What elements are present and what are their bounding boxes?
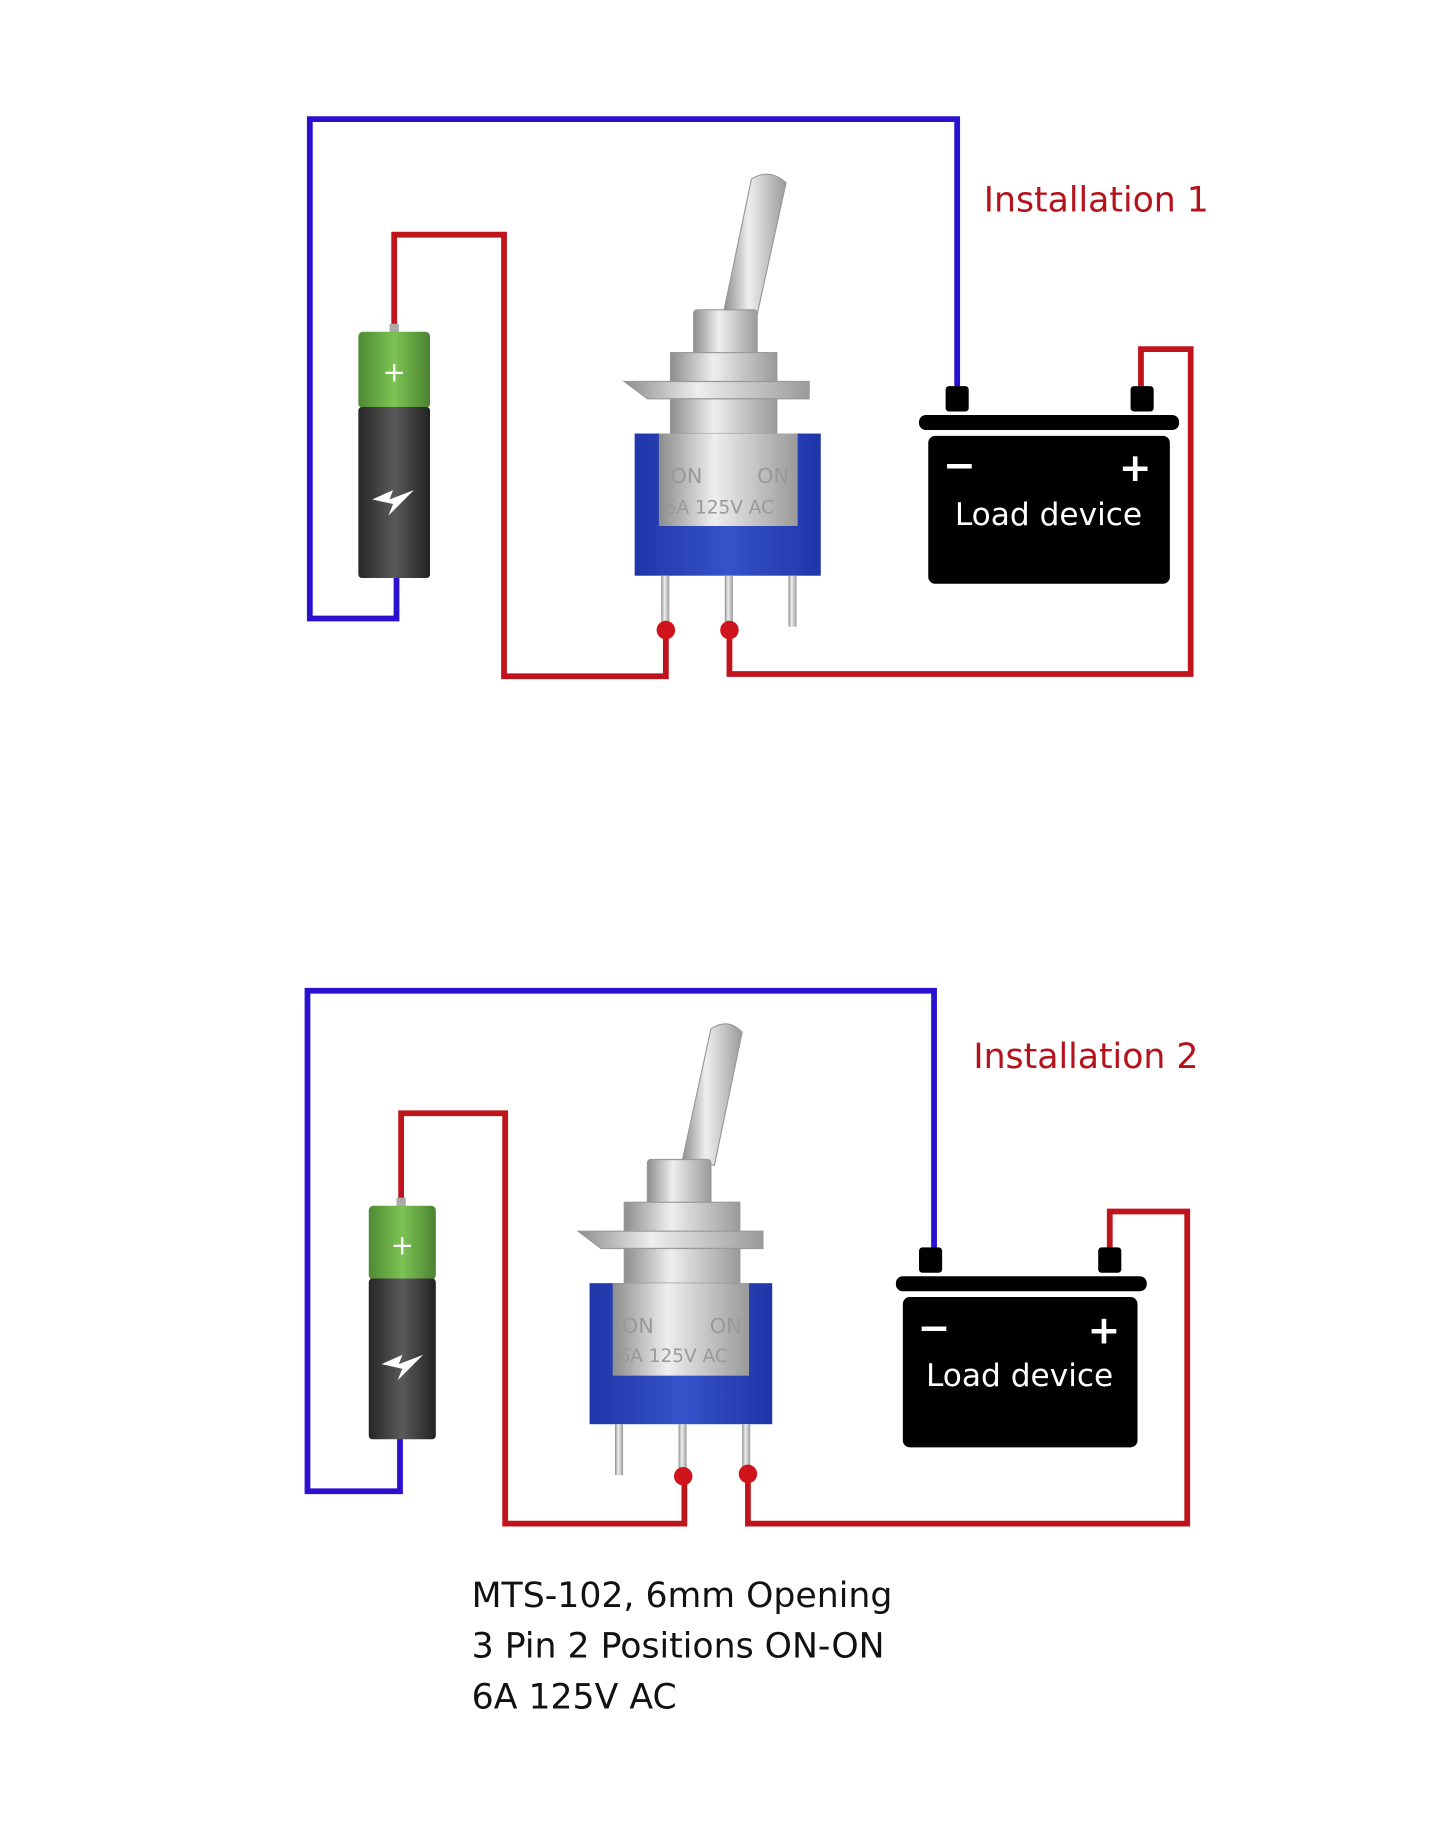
negative-wire	[306, 116, 961, 622]
battery: +	[368, 1197, 436, 1440]
caption: MTS-102, 6mm Opening 3 Pin 2 Positions O…	[472, 1576, 893, 1718]
installation-title: Installation 2	[973, 1037, 1198, 1077]
load-minus-sign: −	[943, 444, 976, 489]
negative-wire	[304, 987, 937, 1495]
load-plus-sign: +	[1119, 446, 1152, 491]
positive-wire-switch-to-load	[726, 346, 1194, 677]
solder-point	[673, 1466, 693, 1486]
toggle-lever	[681, 1023, 743, 1166]
positive-wire-switch-to-load	[745, 1208, 1191, 1527]
positive-wire-battery-to-switch	[398, 1110, 688, 1527]
lightning-icon	[381, 1354, 424, 1381]
switch-marking-on-right: ON	[710, 1314, 742, 1338]
load-plus-sign: +	[1088, 1308, 1121, 1353]
battery-plus-sign: +	[391, 1228, 414, 1261]
switch-marking-on-left: ON	[622, 1314, 654, 1338]
load-device-label: Load device	[926, 1358, 1113, 1394]
installation-title: Installation 1	[984, 181, 1209, 221]
toggle-switch: ON ON 6A 125V AC	[576, 1023, 773, 1486]
solder-point	[738, 1464, 758, 1484]
solder-point	[720, 620, 739, 640]
load-device: − + Load device	[895, 1247, 1147, 1448]
toggle-lever	[722, 173, 787, 316]
switch-marking-on-right: ON	[757, 464, 789, 488]
lightning-icon	[372, 490, 414, 516]
installation-2: + ON ON 6A 125V AC − +	[304, 987, 1198, 1527]
toggle-switch: ON ON 6A 125V AC	[622, 173, 821, 640]
switch-rating: 6A 125V AC	[665, 497, 774, 518]
load-device-label: Load device	[955, 497, 1142, 533]
solder-point	[656, 620, 676, 640]
battery: +	[358, 323, 431, 579]
installation-1: + ON ON 6A 125V AC − +	[306, 116, 1209, 680]
positive-wire-battery-to-switch	[391, 231, 669, 680]
caption-line-model: MTS-102, 6mm Opening	[472, 1576, 893, 1616]
load-device: − + Load device	[919, 386, 1180, 584]
battery-plus-sign: +	[383, 356, 406, 389]
switch-marking-on-left: ON	[670, 464, 702, 488]
caption-line-rating: 6A 125V AC	[472, 1678, 677, 1718]
switch-rating: 6A 125V AC	[618, 1346, 727, 1367]
load-minus-sign: −	[918, 1306, 951, 1351]
caption-line-positions: 3 Pin 2 Positions ON-ON	[472, 1627, 885, 1667]
